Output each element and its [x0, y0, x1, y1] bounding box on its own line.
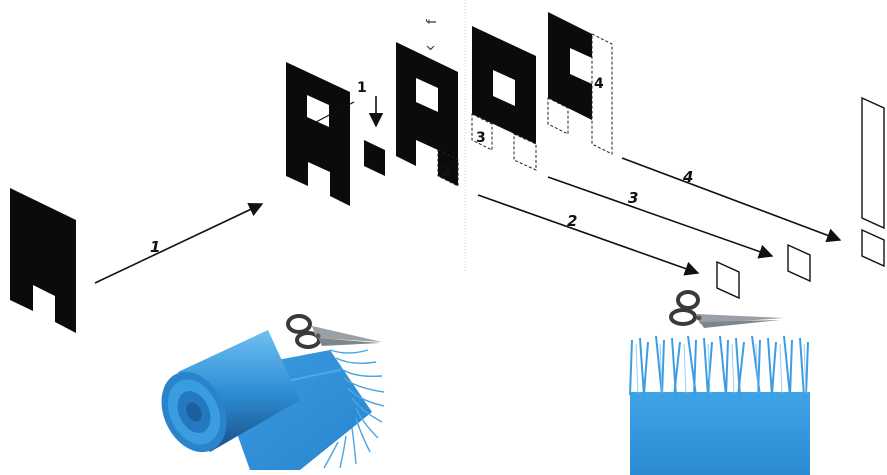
arrow-4: [622, 158, 840, 240]
arrow-4-label: 4: [682, 168, 693, 186]
caret-mark: ^: [425, 36, 436, 51]
arrow-3-label: 3: [628, 189, 638, 207]
arrow-1-sub-label: 1: [357, 80, 367, 96]
fade-letter: f: [425, 19, 440, 24]
cut-piece-a: [286, 62, 350, 206]
scissors-icon-2: [671, 292, 784, 328]
scarf-fringe-icon: [630, 336, 810, 475]
arrow-1: [95, 204, 262, 283]
arrow-2: [478, 195, 698, 273]
cut-piece-small: [364, 140, 385, 176]
result-piece-4: [862, 230, 884, 266]
piece-d-label: 4: [594, 76, 604, 92]
result-piece-4-long: [862, 98, 884, 228]
cut-piece-c: [472, 26, 536, 170]
arrow-2-label: 2: [567, 212, 577, 230]
scissors-icon: [288, 316, 382, 347]
result-piece-2: [717, 262, 739, 298]
fabric-roll-icon: [149, 330, 384, 470]
original-pattern-piece: [10, 188, 76, 333]
piece-c-label: 3: [476, 130, 486, 146]
arrow-3: [548, 177, 772, 256]
arrow-1-label: 1: [150, 238, 160, 256]
result-piece-3: [788, 245, 810, 281]
piece-b-label: 2: [441, 164, 451, 180]
